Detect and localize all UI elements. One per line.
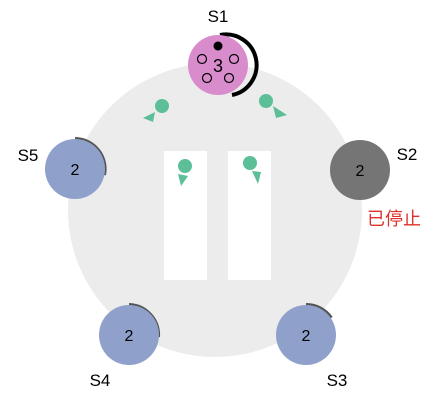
node-s5-label: S5 xyxy=(18,146,39,165)
node-s2-label: S2 xyxy=(397,145,418,164)
leader-arc xyxy=(219,32,259,97)
empty-slot-icon xyxy=(228,53,240,65)
node-s1-label: S1 xyxy=(208,7,229,26)
empty-slot-icon xyxy=(196,53,208,65)
right-pad xyxy=(228,151,271,280)
token-icon xyxy=(243,156,261,184)
node-s3-circle xyxy=(276,305,336,365)
node-s1: 3 S1 xyxy=(188,7,259,97)
node-s4: 2 S4 xyxy=(90,303,161,390)
node-s3-count: 2 xyxy=(302,328,311,345)
node-s2-status: 已停止 xyxy=(367,209,421,229)
filled-slot-icon xyxy=(213,41,223,51)
node-s1-count: 3 xyxy=(213,56,223,76)
node-s4-count: 2 xyxy=(125,328,134,345)
token-icon xyxy=(178,159,192,186)
node-s4-label: S4 xyxy=(90,371,111,390)
node-s2-count: 2 xyxy=(356,163,365,180)
token-icon xyxy=(259,94,287,118)
empty-slot-icon xyxy=(201,72,213,84)
empty-slot-icon xyxy=(223,72,235,84)
central-table xyxy=(68,63,362,357)
node-s4-circle xyxy=(99,305,159,365)
node-s2: 2 S2 已停止 xyxy=(330,140,421,229)
node-s3-label: S3 xyxy=(327,371,348,390)
node-s5-count: 2 xyxy=(71,162,80,179)
node-s3: 2 S3 xyxy=(276,302,348,390)
node-s5: 2 S5 xyxy=(18,137,107,199)
node-s2-circle xyxy=(330,140,390,200)
node-s5-circle xyxy=(45,139,105,199)
token-icon xyxy=(143,99,169,122)
